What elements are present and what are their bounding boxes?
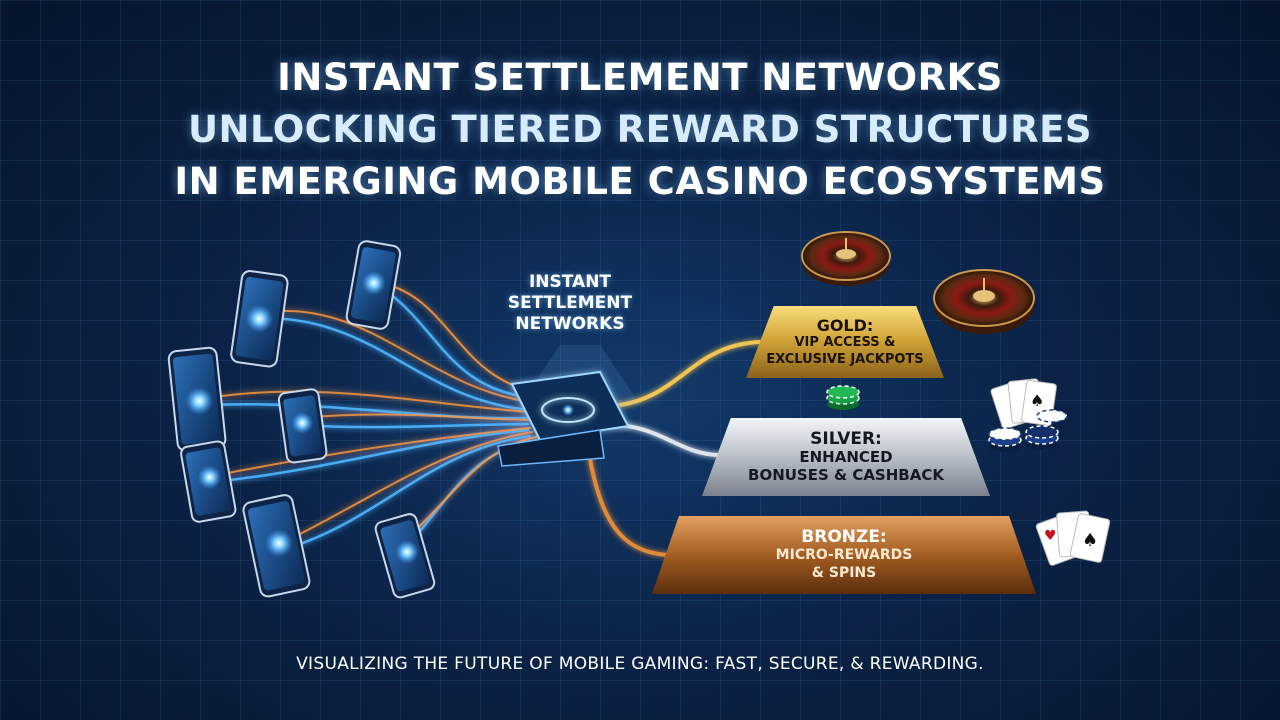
tier-gold-desc-1: VIP ACCESS & xyxy=(794,334,896,350)
title-line-1: INSTANT SETTLEMENT NETWORKS xyxy=(277,56,1003,99)
connector-gold xyxy=(610,340,762,408)
stream-phone-5 xyxy=(210,428,530,484)
hub-label: INSTANT SETTLEMENT NETWORKS xyxy=(490,272,650,335)
casino-chip-icon-stack xyxy=(988,409,1068,452)
stream-phone-7b xyxy=(404,435,541,541)
footer-tagline: VISUALIZING THE FUTURE OF MOBILE GAMING:… xyxy=(296,654,984,674)
hub-chip-icon xyxy=(497,345,640,467)
svg-text:♥: ♥ xyxy=(1044,528,1057,544)
smartphone-icon-2 xyxy=(345,240,402,330)
smartphone-icon-4 xyxy=(277,388,328,464)
stream-phone-6 xyxy=(286,434,532,550)
hub-label-line-1: INSTANT xyxy=(528,272,612,292)
roulette-wheel-icon-1 xyxy=(801,231,891,286)
tier-gold-name: GOLD: xyxy=(816,315,874,335)
stream-phone-3b xyxy=(207,390,531,413)
tier-silver-name: SILVER: xyxy=(810,429,882,449)
tier-gold: GOLD: VIP ACCESS & EXCLUSIVE JACKPOTS xyxy=(746,306,944,378)
casino-chip-icon-green xyxy=(826,385,860,410)
stream-phone-6b xyxy=(287,431,533,541)
title-line-3: IN EMERGING MOBILE CASINO ECOSYSTEMS xyxy=(174,160,1106,203)
svg-text:♠: ♠ xyxy=(1030,391,1044,410)
hub-label-line-2: SETTLEMENT xyxy=(507,293,633,313)
roulette-wheel-icon-2 xyxy=(933,269,1035,334)
tier-gold-desc-2: EXCLUSIVE JACKPOTS xyxy=(766,351,924,367)
title-line-2: UNLOCKING TIERED REWARD STRUCTURES xyxy=(187,108,1093,151)
smartphone-icon-7 xyxy=(374,513,436,599)
tier-bronze-desc-2: & SPINS xyxy=(811,565,877,581)
stream-phone-3 xyxy=(206,402,530,420)
connector-bronze xyxy=(586,446,670,557)
data-streams xyxy=(206,283,541,550)
playing-cards-icon-2: ♥ ♠ xyxy=(1035,510,1111,566)
tier-bronze-desc-1: MICRO-REWARDS xyxy=(775,547,913,563)
connector-silver xyxy=(610,423,722,457)
playing-cards-icon-1: ♠ xyxy=(990,378,1057,430)
tier-bronze: BRONZE: MICRO-REWARDS & SPINS xyxy=(652,516,1036,594)
hub-label-line-3: NETWORKS xyxy=(515,314,625,334)
tier-silver-desc-1: ENHANCED xyxy=(799,448,893,466)
tier-bronze-name: BRONZE: xyxy=(801,527,887,547)
smartphone-icon-5 xyxy=(180,440,237,523)
stream-phone-1 xyxy=(266,316,532,412)
stream-phone-5b xyxy=(211,427,531,477)
stream-phone-2 xyxy=(383,288,537,400)
stream-phone-1b xyxy=(267,309,533,403)
smartphone-icon-3 xyxy=(167,346,227,452)
tier-silver: SILVER: ENHANCED BONUSES & CASHBACK xyxy=(702,418,990,496)
tier-silver-desc-2: BONUSES & CASHBACK xyxy=(748,466,944,484)
stream-phone-4b xyxy=(299,413,531,421)
smartphone-icon-6 xyxy=(242,494,311,598)
svg-text:♠: ♠ xyxy=(1082,530,1098,551)
stream-phone-4 xyxy=(298,422,530,429)
smartphone-icon-1 xyxy=(230,270,289,368)
page-title: INSTANT SETTLEMENT NETWORKS UNLOCKING TI… xyxy=(0,52,1280,208)
